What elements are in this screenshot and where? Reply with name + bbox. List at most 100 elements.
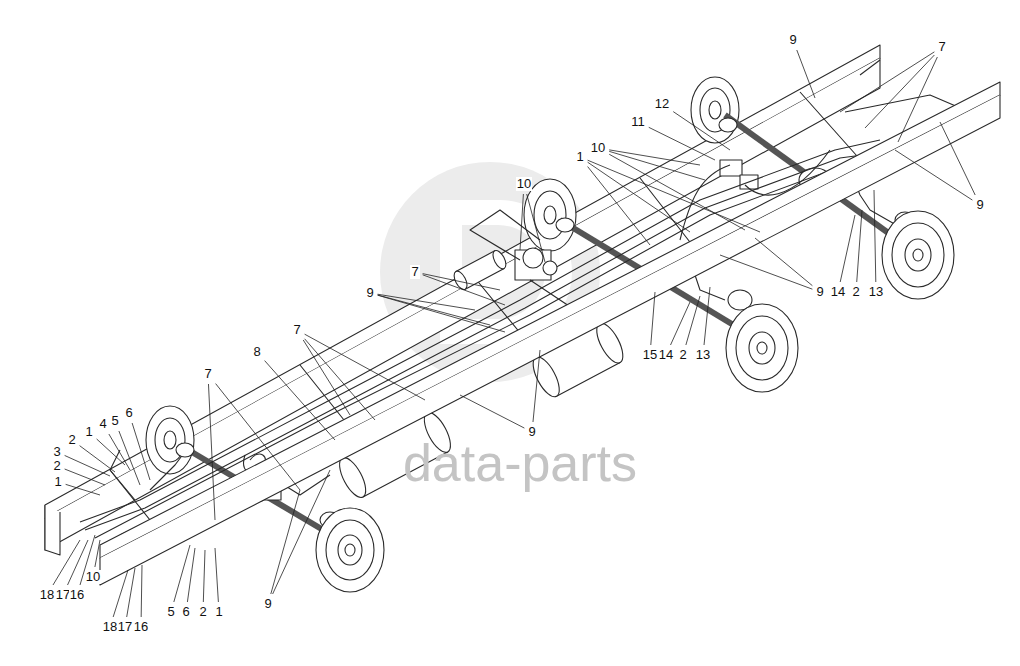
watermark: data-parts	[403, 435, 637, 491]
leader-line	[271, 490, 300, 594]
callout-number: 18	[102, 620, 118, 634]
leader-line	[720, 255, 812, 289]
leader-line	[95, 540, 100, 567]
wheel	[691, 77, 739, 143]
leader-line	[174, 545, 190, 602]
leader-line	[898, 57, 937, 142]
frame-rail-web	[45, 58, 880, 550]
leader-line	[187, 548, 195, 602]
leader-line	[840, 52, 934, 112]
leader-line	[109, 434, 130, 470]
callout-number: 10	[590, 141, 606, 155]
callout-number: 1	[53, 475, 62, 489]
callout-number: 1	[84, 425, 93, 439]
leader-line	[520, 194, 523, 250]
leader-line	[65, 469, 105, 485]
callout-number: 11	[630, 115, 646, 129]
wheel	[146, 406, 194, 474]
frame-rail	[45, 45, 880, 518]
leader-line	[704, 287, 710, 345]
leader-line	[65, 455, 110, 476]
leader-line	[609, 154, 745, 230]
callout-number: 7	[203, 367, 212, 381]
wheel	[726, 304, 798, 392]
leader-line	[527, 194, 545, 262]
callout-number: 2	[851, 285, 860, 299]
leader-line	[119, 431, 140, 485]
callout-number: 2	[198, 605, 207, 619]
callout-number: 7	[937, 40, 946, 54]
leader-line	[127, 568, 135, 617]
callout-number: 16	[69, 588, 85, 602]
leader-line	[588, 167, 650, 245]
callout-number: 8	[252, 345, 261, 359]
cross-member	[110, 92, 865, 545]
leader-line	[533, 350, 540, 422]
leader-line	[651, 292, 655, 345]
air-tank	[451, 248, 508, 291]
callout-number: 3	[52, 445, 61, 459]
callout-number: 13	[868, 285, 884, 299]
leader-line	[609, 150, 700, 165]
leader-line	[840, 215, 855, 282]
leader-line	[215, 548, 218, 602]
leader-line	[755, 238, 812, 286]
leader-line	[609, 151, 705, 180]
callout-number: 15	[642, 348, 658, 362]
leader-line	[671, 302, 690, 345]
callout-number: 9	[975, 198, 984, 212]
callout-number: 1	[214, 605, 223, 619]
leader-line	[857, 210, 862, 282]
callout-number: 17	[117, 620, 133, 634]
wheel	[882, 211, 954, 299]
brake-pipe	[80, 60, 965, 538]
leader-line	[273, 470, 330, 594]
leader-line	[797, 50, 815, 98]
leader-line	[141, 565, 143, 617]
callout-number: 14	[658, 348, 674, 362]
leader-line	[53, 540, 80, 585]
leader-line	[874, 190, 876, 282]
leader-line	[66, 484, 100, 495]
leader-line	[80, 446, 115, 472]
callout-number: 14	[830, 285, 846, 299]
callout-number: 5	[166, 605, 175, 619]
brake-valve	[515, 248, 557, 280]
leader-line	[588, 160, 760, 232]
leader-line	[895, 150, 972, 200]
callout-number: 18	[39, 588, 55, 602]
leader-line	[203, 550, 205, 602]
leader-line	[865, 55, 934, 128]
callout-number: 5	[110, 414, 119, 428]
callout-number: 9	[815, 285, 824, 299]
leader-line	[265, 361, 335, 440]
callout-number: 6	[181, 605, 190, 619]
callout-number: 2	[678, 348, 687, 362]
leader-line	[208, 384, 215, 520]
callout-number: 7	[410, 265, 419, 279]
leader-line	[649, 127, 715, 160]
leader-line	[686, 296, 700, 345]
callout-number: 9	[788, 33, 797, 47]
leader-line	[940, 122, 975, 195]
frame-rail-web	[100, 95, 1000, 585]
callout-number: 16	[133, 620, 149, 634]
leader-line	[113, 570, 128, 617]
leader-line	[305, 339, 375, 420]
callout-number: 10	[516, 177, 532, 191]
leader-line	[423, 274, 500, 290]
callout-number: 9	[365, 286, 374, 300]
leader-line	[673, 112, 730, 150]
callout-number: 13	[695, 348, 711, 362]
leader-line	[303, 340, 350, 415]
leader-line	[423, 275, 505, 305]
callout-number: 2	[67, 433, 76, 447]
leader-line	[378, 295, 505, 332]
leader-line	[378, 295, 490, 325]
callout-number: 12	[654, 97, 670, 111]
callout-number: 7	[292, 323, 301, 337]
callout-number: 4	[98, 417, 107, 431]
